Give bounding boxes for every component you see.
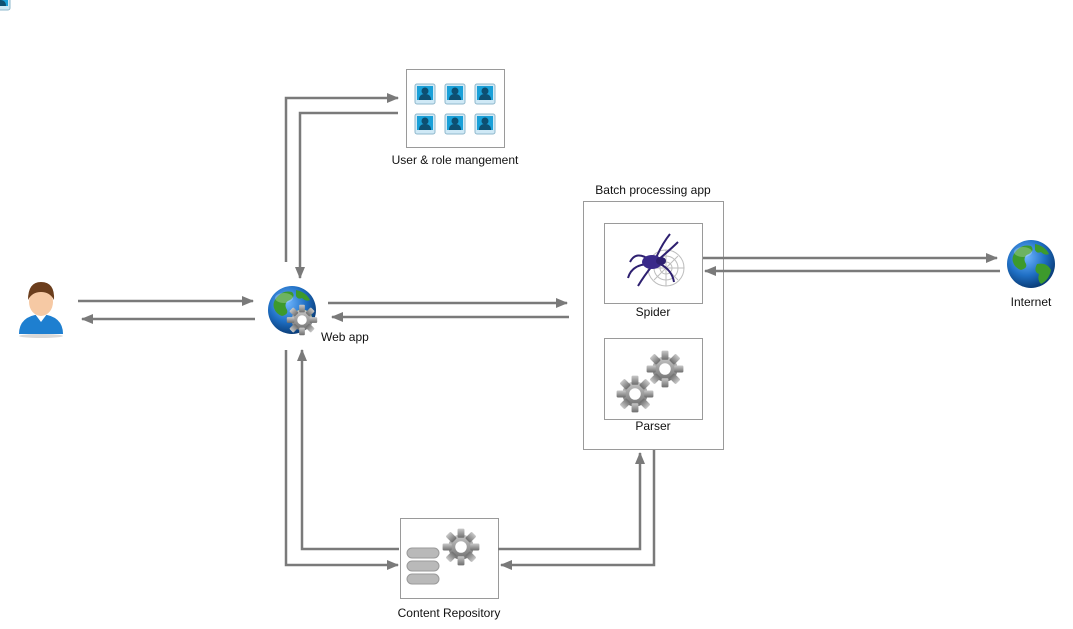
user-cards-icon — [0, 0, 496, 135]
database-gear-icon — [406, 528, 480, 585]
arrow-userrole-to-webapp — [295, 111, 398, 279]
user-role-box — [406, 69, 505, 148]
globe-gear-icon — [268, 286, 318, 336]
spider-icon — [627, 233, 685, 287]
user-role-label: User & role mangement — [392, 153, 519, 167]
parser-label: Parser — [635, 419, 670, 433]
arrow-webapp-to-userrole — [284, 93, 399, 262]
globe-icon — [1007, 240, 1055, 288]
batch-app-label: Batch processing app — [595, 183, 711, 197]
arrow-webapp-to-repo — [284, 350, 399, 570]
spider-label: Spider — [636, 305, 671, 319]
connectors — [78, 93, 1000, 570]
arrow-parser-to-repo — [500, 450, 656, 570]
arrow-repo-to-webapp — [297, 349, 399, 551]
content-repo-label: Content Repository — [398, 606, 501, 620]
web-app-label: Web app — [321, 330, 369, 344]
arrow-repo-to-parser — [498, 452, 645, 551]
user-avatar-icon — [19, 282, 63, 338]
internet-label: Internet — [1011, 295, 1052, 309]
